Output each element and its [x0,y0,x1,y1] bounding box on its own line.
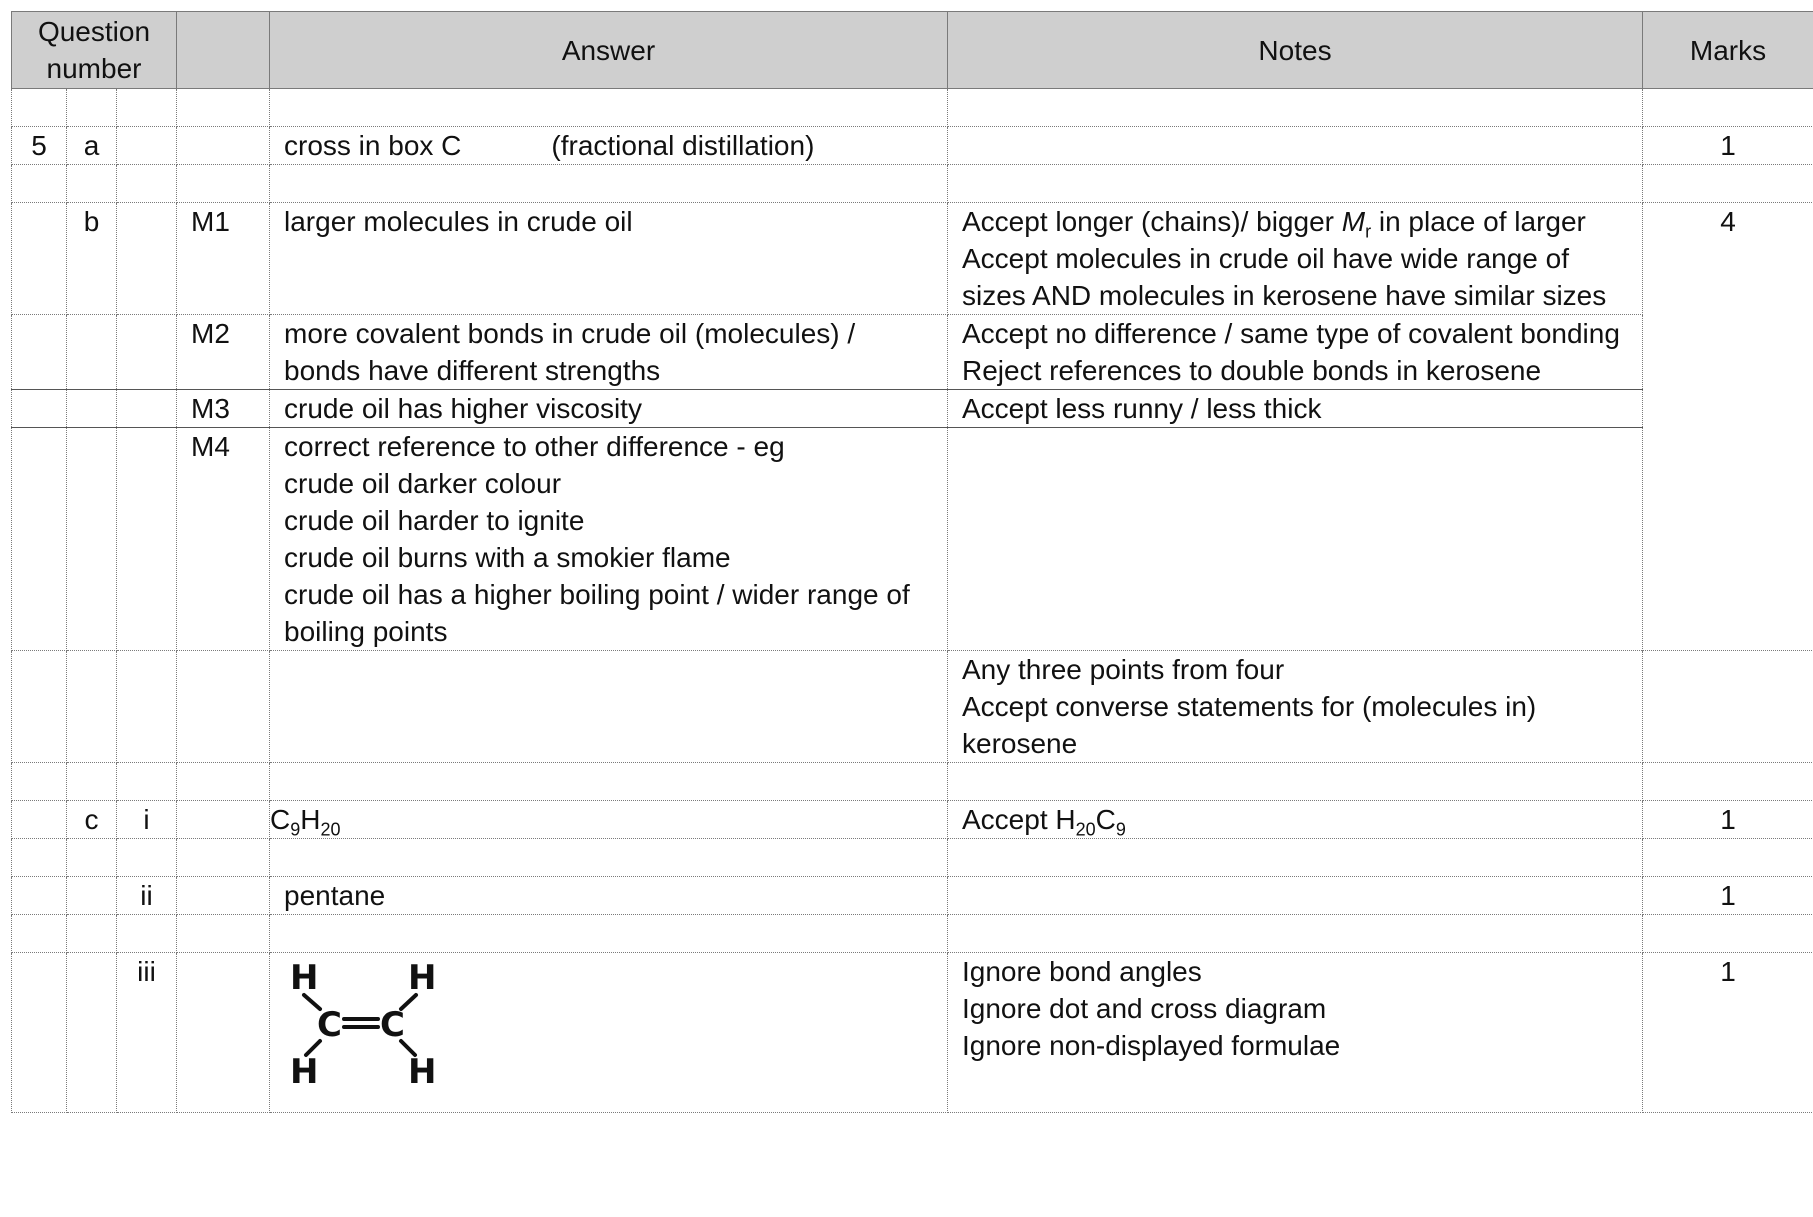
header-question-number: Question number [11,11,177,89]
marks-5a: 1 [1642,126,1813,165]
row-5b-notes: Any three points from four Accept conver… [11,650,1813,763]
atom-h: H [408,958,436,998]
answer-m3: crude oil has higher viscosity [269,389,948,428]
question-subpart: i [116,800,177,839]
question-part: a [66,126,117,165]
row-5a: 5 a cross in box C(fractional distillati… [11,126,1813,165]
marks-cii: 1 [1642,876,1813,915]
notes-m2: Accept no difference / same type of cova… [947,314,1643,390]
row-5cii: ii pentane 1 [11,876,1813,915]
header-notes: Notes [947,11,1643,89]
answer-m2: more covalent bonds in crude oil (molecu… [269,314,948,390]
question-num: 5 [11,126,67,165]
question-part: b [66,202,117,315]
mark-scheme-table: Question number Answer Notes Marks 5 a c… [11,11,1813,1113]
answer-cii: pentane [269,876,948,915]
bond-single [304,1039,322,1057]
ethene-structure: H H C C H H [290,958,436,1090]
row-5ciii: iii H H C C H H [11,952,1813,1113]
mark-label-m1: M1 [176,202,270,315]
bond-single [399,1039,417,1057]
answer-ci: C9H20 [269,800,948,839]
spacer-row [11,762,1813,801]
header-marks: Marks [1642,11,1813,89]
bond-single [302,993,322,1011]
spacer-row [11,914,1813,953]
question-subpart: ii [116,876,177,915]
mark-label-m3: M3 [176,389,270,428]
notes-ciii: Ignore bond angles Ignore dot and cross … [947,952,1643,1113]
mark-label-m2: M2 [176,314,270,390]
answer-ciii: H H C C H H [269,952,948,1113]
atom-c: C [317,1005,342,1045]
spacer-row [11,838,1813,877]
bond-single [399,993,418,1011]
mark-label-m4: M4 [176,427,270,651]
notes-m3: Accept less runny / less thick [947,389,1643,428]
row-5b-m2: M2 more covalent bonds in crude oil (mol… [11,314,1813,390]
row-5ci: c i C9H20 Accept H20C9 1 [11,800,1813,839]
notes-ci: Accept H20C9 [947,800,1643,839]
notes-5b-general: Any three points from four Accept conver… [947,650,1643,763]
row-5b-m4: M4 correct reference to other difference… [11,427,1813,651]
marks-ciii: 1 [1642,952,1813,1113]
notes-m1: Accept longer (chains)/ bigger Mr in pla… [947,202,1643,315]
atom-h: H [290,1052,318,1090]
answer-m1: larger molecules in crude oil [269,202,948,315]
question-subpart: iii [116,952,177,1113]
row-5b-m1: b M1 larger molecules in crude oil Accep… [11,202,1813,651]
marks-ci: 1 [1642,800,1813,839]
row-5b-m3: M3 crude oil has higher viscosity Accept… [11,389,1813,428]
atom-h: H [408,1052,436,1090]
header-blank [176,11,270,89]
spacer-row [11,164,1813,203]
marks-5b: 4 [1642,202,1813,651]
question-part: c [66,800,117,839]
header-answer: Answer [269,11,948,89]
atom-c: C [380,1005,405,1045]
answer-5a: cross in box C(fractional distillation) [269,126,948,165]
answer-m4: correct reference to other difference - … [269,427,948,651]
spacer-row [11,88,1813,127]
atom-h: H [290,958,318,998]
header-row: Question number Answer Notes Marks [11,11,1813,89]
